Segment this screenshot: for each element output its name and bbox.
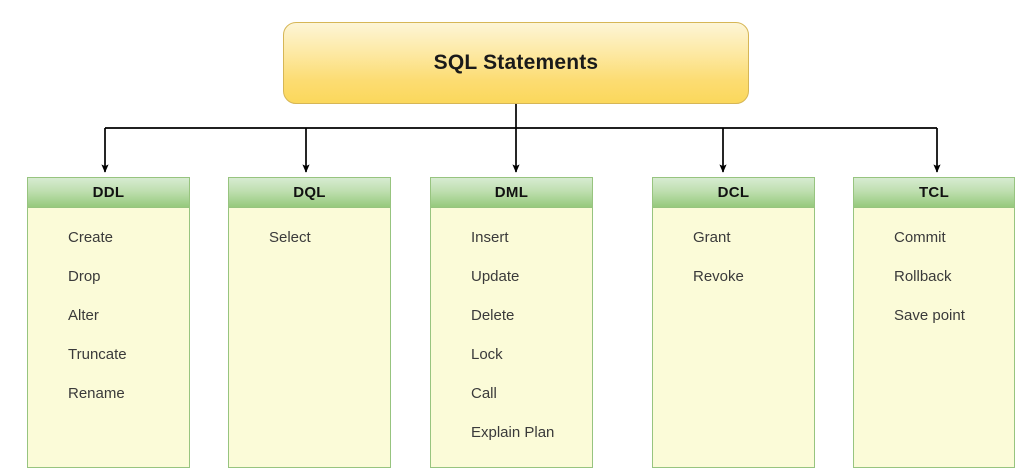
list-item: Explain Plan (471, 424, 555, 441)
column-body-tcl: Commit Rollback Save point (854, 208, 1014, 467)
root-node-sql-statements[interactable]: SQL Statements (283, 22, 749, 104)
column-body-dql: Select (229, 208, 390, 467)
list-item: Lock (471, 346, 503, 363)
category-column-tcl[interactable]: TCL Commit Rollback Save point (853, 177, 1015, 468)
root-node-label: SQL Statements (433, 51, 599, 74)
column-header-label: DCL (717, 184, 750, 201)
list-item: Insert (471, 229, 509, 246)
column-header-dml: DML (431, 178, 592, 208)
list-item: Rollback (894, 268, 952, 285)
list-item: Delete (471, 307, 515, 324)
list-item: Rename (68, 385, 125, 402)
list-item: Alter (68, 307, 99, 324)
column-header-dql: DQL (229, 178, 390, 208)
list-item: Truncate (68, 346, 127, 363)
column-body-dml: Insert Update Delete Lock Call Explain P… (431, 208, 592, 467)
column-header-label: DDL (92, 184, 125, 201)
column-header-label: DML (494, 184, 529, 201)
column-header-tcl: TCL (854, 178, 1014, 208)
list-item: Call (471, 385, 497, 402)
category-column-dcl[interactable]: DCL Grant Revoke (652, 177, 815, 468)
column-body-ddl: Create Drop Alter Truncate Rename (28, 208, 189, 467)
list-item: Create (68, 229, 114, 246)
category-column-dql[interactable]: DQL Select (228, 177, 391, 468)
column-header-ddl: DDL (28, 178, 189, 208)
column-header-label: TCL (918, 184, 950, 201)
column-body-dcl: Grant Revoke (653, 208, 814, 467)
category-column-ddl[interactable]: DDL Create Drop Alter Truncate Rename (27, 177, 190, 468)
list-item: Select (269, 229, 311, 246)
list-item: Save point (894, 307, 965, 324)
list-item: Grant (693, 229, 731, 246)
list-item: Commit (894, 229, 946, 246)
column-header-dcl: DCL (653, 178, 814, 208)
list-item: Revoke (693, 268, 744, 285)
list-item: Drop (68, 268, 101, 285)
list-item: Update (471, 268, 520, 285)
column-header-label: DQL (293, 184, 326, 201)
category-column-dml[interactable]: DML Insert Update Delete Lock Call Expla… (430, 177, 593, 468)
